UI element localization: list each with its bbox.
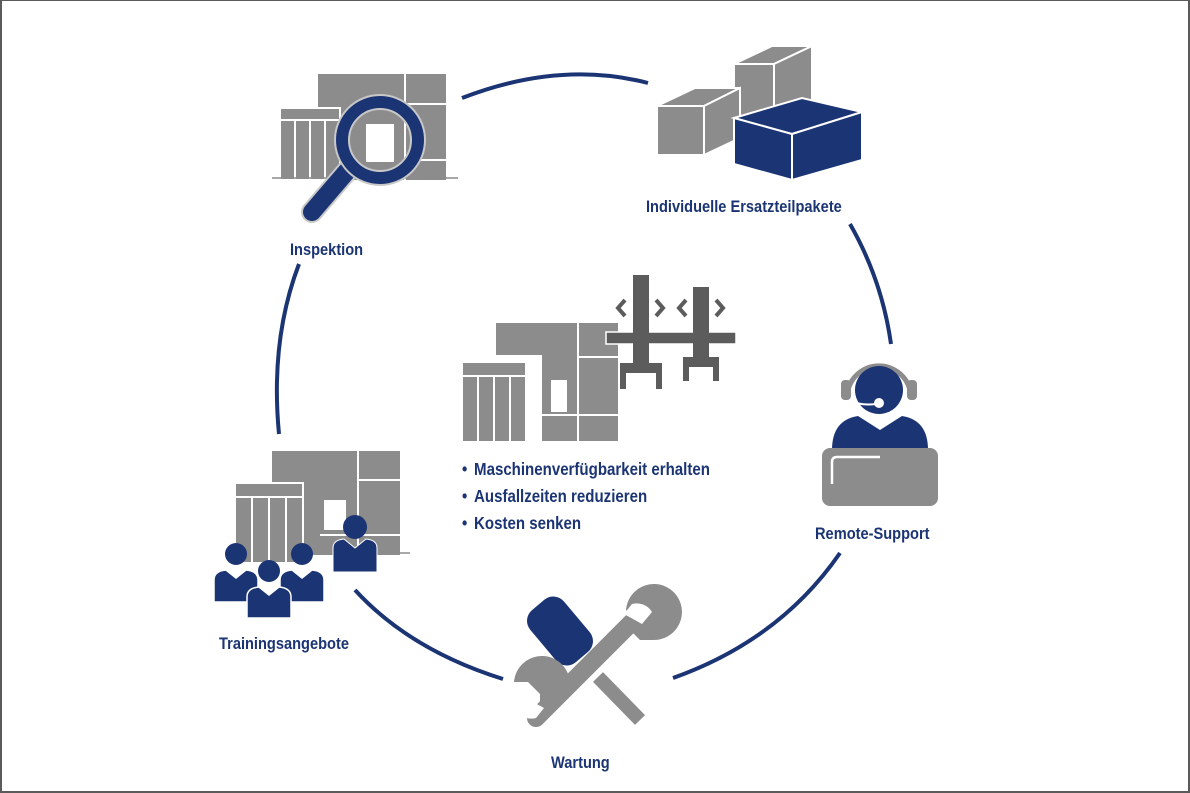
move-arrows-icon	[615, 298, 726, 318]
benefit-item: • Maschinenverfügbarkeit erhalten	[462, 456, 710, 483]
arc-ersatzteil-to-remote	[848, 223, 893, 345]
headset-operator-icon	[822, 363, 938, 506]
node-label-wartung: Wartung	[551, 753, 610, 772]
training-group-icon	[213, 451, 410, 619]
benefit-text: Ausfallzeiten reduzieren	[474, 486, 648, 506]
arc-wartung-to-training	[353, 588, 504, 681]
cycle-arcs	[274, 72, 893, 681]
benefit-item: • Kosten senken	[462, 510, 710, 537]
machine-with-grippers-icon	[461, 275, 737, 445]
bullet-dot-icon: •	[462, 486, 468, 506]
bullet-dot-icon: •	[462, 459, 468, 479]
node-label-inspektion: Inspektion	[290, 240, 364, 259]
arc-remote-to-wartung	[672, 551, 842, 680]
node-label-remote-support: Remote-Support	[815, 524, 930, 543]
node-label-ersatzteilpakete: Individuelle Ersatzteilpakete	[646, 197, 842, 216]
spare-parts-boxes-icon	[656, 44, 866, 182]
magnifier-machine-icon	[272, 74, 458, 223]
arc-inspektion-to-ersatzteil	[461, 72, 649, 100]
benefit-text: Maschinenverfügbarkeit erhalten	[474, 459, 710, 479]
benefits-list: • Maschinenverfügbarkeit erhalten • Ausfal…	[462, 456, 710, 537]
benefit-text: Kosten senken	[474, 513, 582, 533]
arc-training-to-inspektion	[274, 263, 301, 435]
wrench-screwdriver-icon	[514, 584, 682, 727]
bullet-dot-icon: •	[462, 513, 468, 533]
benefit-item: • Ausfallzeiten reduzieren	[462, 483, 710, 510]
node-label-trainingsangebote: Trainingsangebote	[219, 634, 349, 653]
